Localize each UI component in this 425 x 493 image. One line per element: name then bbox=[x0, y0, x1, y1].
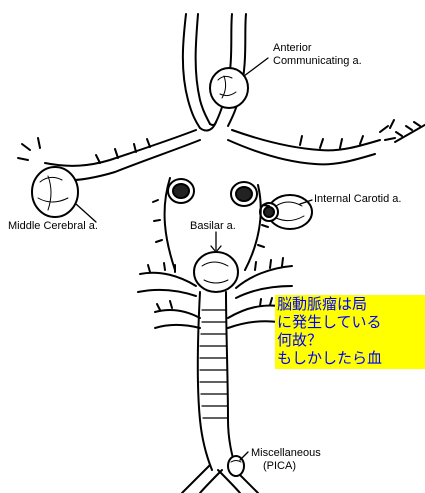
label-miscellaneous-line2: (PICA) bbox=[263, 460, 296, 472]
middle-cerebral-aneurysm bbox=[32, 167, 78, 217]
label-anterior-communicating-line2: Communicating a. bbox=[273, 55, 362, 67]
anterior-communicating-aneurysm bbox=[210, 68, 248, 108]
label-middle-cerebral: Middle Cerebral a. bbox=[8, 220, 98, 232]
label-basilar: Basilar a. bbox=[190, 220, 236, 232]
label-anterior-communicating-line1: Anterior bbox=[273, 42, 312, 54]
note-line-3: 何故？ bbox=[275, 331, 425, 349]
basilar-artery bbox=[198, 292, 236, 470]
note-line-1: 脳動脈瘤は局 bbox=[275, 295, 425, 313]
vertebral-arteries bbox=[182, 465, 258, 493]
note-line-2: に発生している bbox=[275, 313, 425, 331]
annotation-note: 脳動脈瘤は局 に発生している 何故？ もしかしたら血 bbox=[275, 295, 425, 369]
label-miscellaneous-line1: Miscellaneous bbox=[251, 447, 321, 459]
internal-carotid-branch bbox=[228, 120, 425, 164]
basilar-aneurysm bbox=[194, 252, 238, 292]
note-line-4: もしかしたら血 bbox=[275, 349, 425, 367]
label-internal-carotid: Internal Carotid a. bbox=[314, 193, 401, 205]
inferior-cerebellar-branches bbox=[155, 298, 278, 328]
